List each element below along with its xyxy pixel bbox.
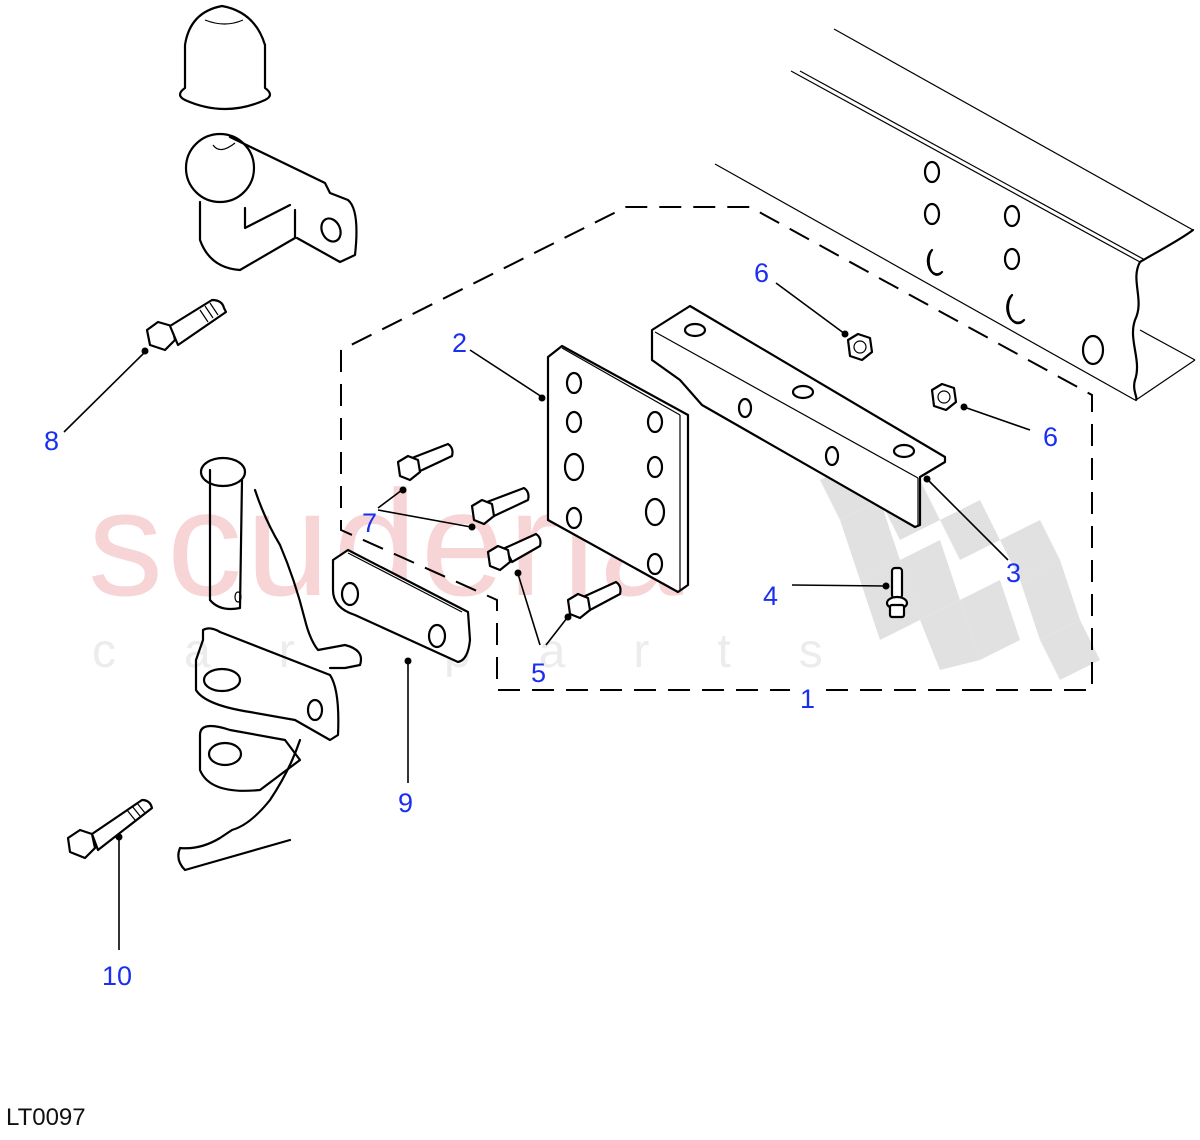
bolt-7a — [396, 442, 454, 482]
bolt-5a — [486, 532, 542, 572]
callout-5[interactable]: 5 — [531, 658, 547, 688]
nut-6a — [846, 332, 874, 362]
checkered-flag-watermark — [820, 460, 1100, 680]
chassis-frame-rail — [714, 28, 1196, 402]
kit-outline-dashed — [340, 206, 1093, 691]
callout-9[interactable]: 9 — [398, 788, 414, 818]
figure-id: LT0097 — [6, 1104, 86, 1131]
callout-1[interactable]: 1 — [800, 684, 816, 714]
callout-7[interactable]: 7 — [362, 508, 378, 538]
bolt-10 — [66, 798, 154, 860]
callout-4[interactable]: 4 — [763, 581, 779, 611]
angle-bracket-3 — [650, 304, 947, 529]
nut-6b — [930, 382, 958, 412]
callout-6b[interactable]: 6 — [1043, 422, 1059, 452]
callout-3[interactable]: 3 — [1006, 558, 1022, 588]
drop-plate-2 — [546, 344, 690, 594]
bolt-7b — [470, 486, 530, 526]
tow-jaw — [177, 456, 363, 872]
callout-2[interactable]: 2 — [452, 328, 468, 358]
bolt-8 — [145, 298, 228, 352]
bolt-5b — [566, 580, 622, 620]
tow-ball-cover — [178, 4, 272, 111]
leader-lines — [63, 282, 1031, 950]
callout-8[interactable]: 8 — [44, 426, 60, 456]
bolt-4 — [885, 566, 909, 619]
spacer-plate-9 — [331, 548, 472, 664]
callout-10[interactable]: 10 — [102, 961, 133, 991]
tow-ball — [184, 132, 358, 272]
callout-6a[interactable]: 6 — [754, 258, 770, 288]
